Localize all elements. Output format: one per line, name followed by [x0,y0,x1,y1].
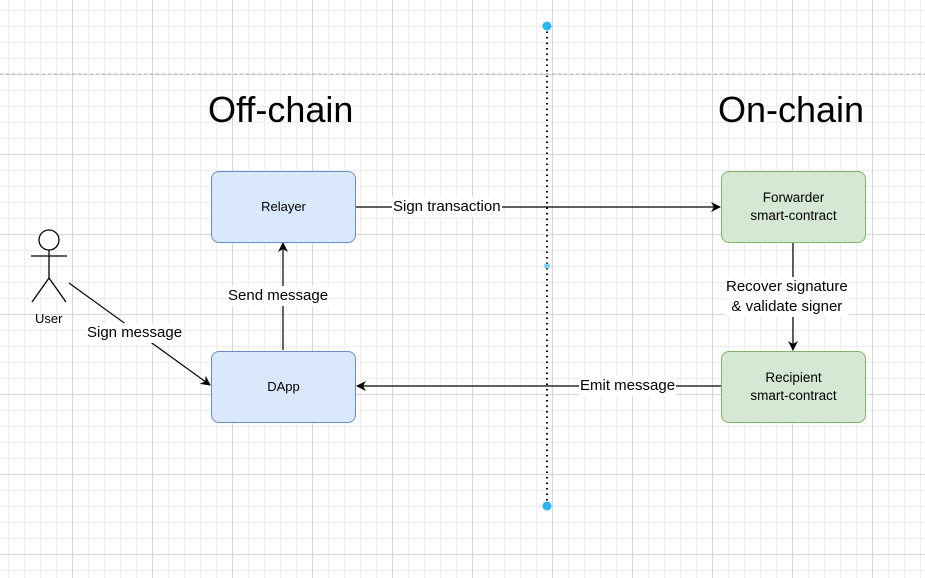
forwarder-node[interactable]: Forwarder smart-contract [721,171,866,243]
dapp-label: DApp [267,379,300,394]
forwarder-label: Forwarder smart-contract [750,190,837,223]
user-label: User [35,311,63,326]
relayer-label: Relayer [261,199,306,214]
emit-message-label: Emit message [579,376,677,396]
on-chain-title: On-chain [718,89,865,130]
sign-transaction-label: Sign transaction [392,197,502,217]
divider-bottom-handle[interactable] [542,501,552,511]
user-actor-icon[interactable] [31,229,67,303]
divider-top-handle[interactable] [542,21,552,31]
divider-mid-handle[interactable] [544,263,550,269]
dapp-node[interactable]: DApp [211,351,356,423]
off-chain-title: Off-chain [208,89,354,130]
recipient-node[interactable]: Recipient smart-contract [721,351,866,423]
recover-signature-label: Recover signature & validate signer [725,277,849,317]
sign-message-label: Sign message [86,323,184,343]
recipient-label: Recipient smart-contract [750,370,837,403]
relayer-node[interactable]: Relayer [211,171,356,243]
send-message-label: Send message [227,286,330,306]
